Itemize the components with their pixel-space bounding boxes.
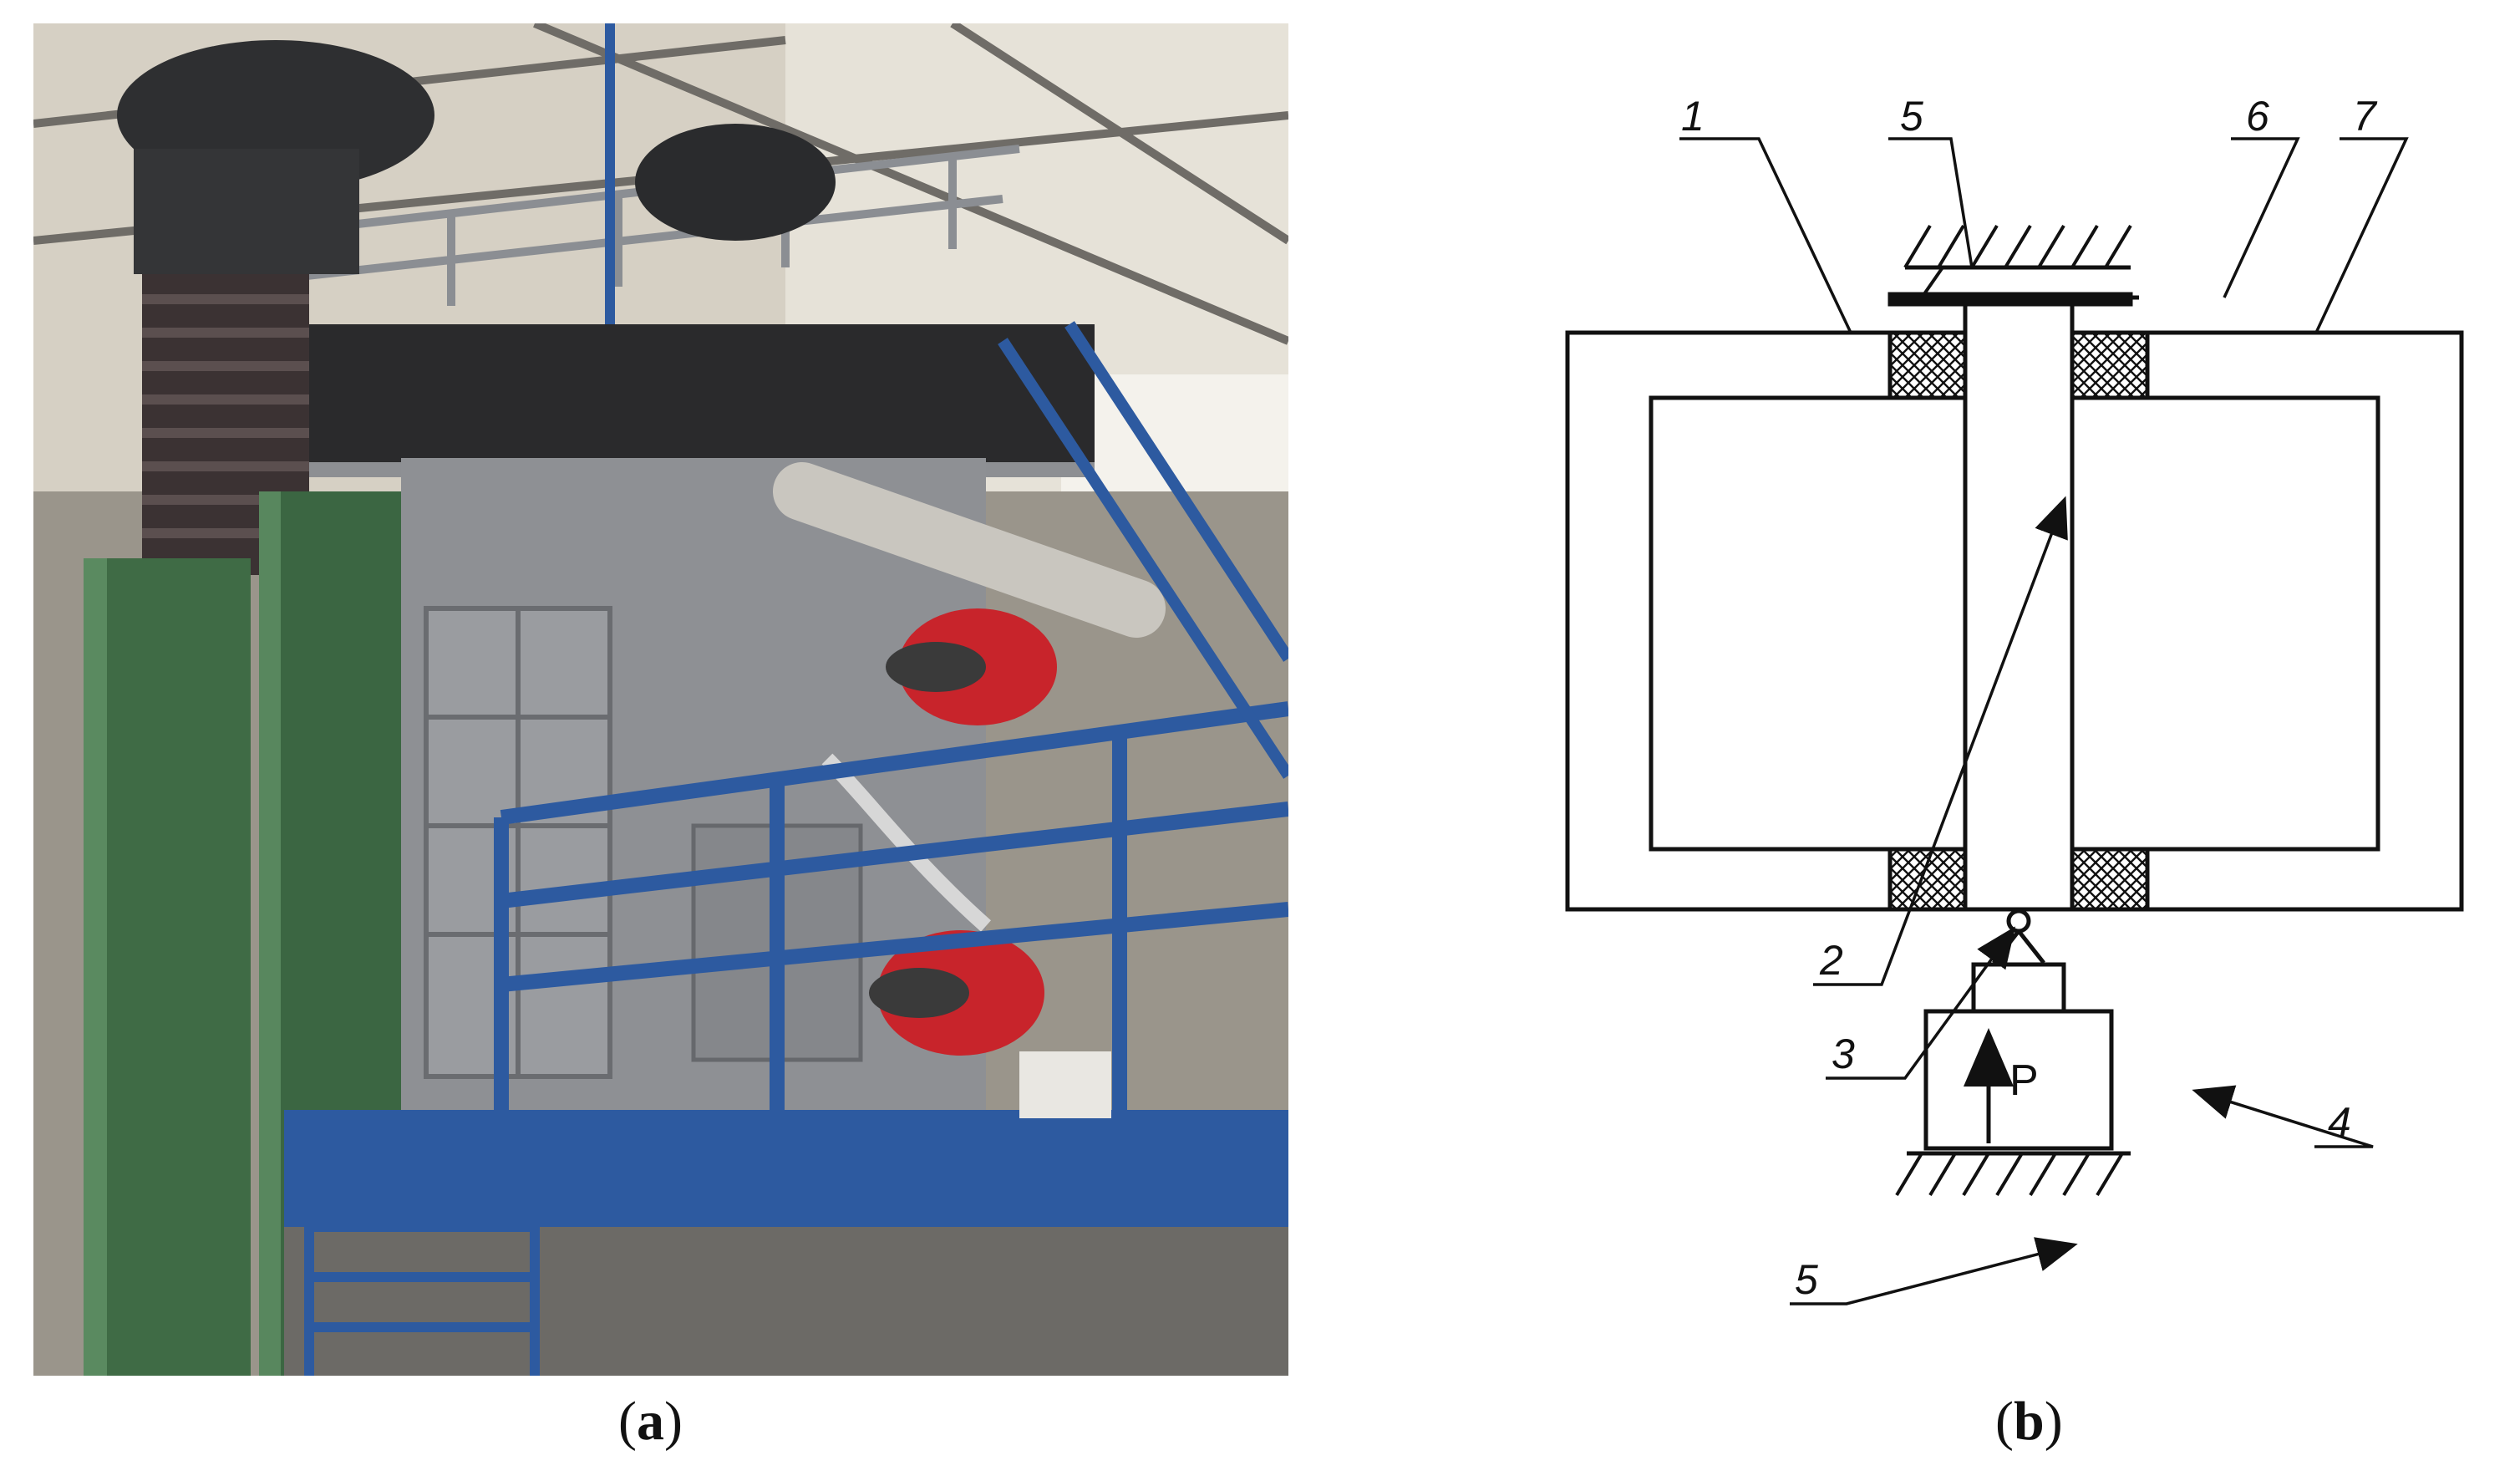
pipe bbox=[773, 462, 1166, 638]
upper-platform bbox=[259, 324, 1095, 475]
column-left bbox=[84, 558, 251, 1376]
support-bottom-hatch bbox=[1895, 1152, 2124, 1197]
label-hinge: 3 bbox=[1832, 1031, 1855, 1077]
seal-bottom-left bbox=[1887, 847, 1968, 912]
support-top-hatch bbox=[1903, 224, 2132, 299]
leader-5-bottom bbox=[1790, 1237, 2078, 1305]
leader-3 bbox=[1826, 926, 2016, 1080]
caption-a-open: ( bbox=[618, 1391, 637, 1452]
caption-a: (a) bbox=[618, 1394, 683, 1449]
label-support-bottom: 5 bbox=[1795, 1256, 1818, 1303]
leader-6 bbox=[2223, 137, 2300, 298]
stairs bbox=[998, 321, 1288, 779]
jack-body bbox=[1923, 1009, 2114, 1151]
caption-b-letter: b bbox=[2013, 1391, 2045, 1452]
caption-a-letter: a bbox=[636, 1391, 664, 1452]
leader-2 bbox=[1813, 496, 2068, 986]
leader-7 bbox=[2314, 137, 2409, 333]
leader-5-top bbox=[1888, 137, 1974, 268]
label-seal: 7 bbox=[2353, 93, 2378, 140]
steps-lower bbox=[304, 1160, 540, 1376]
seal-top-right bbox=[2070, 330, 2150, 400]
label-plate: 6 bbox=[2246, 93, 2269, 140]
label-jack: 4 bbox=[2328, 1099, 2351, 1146]
load-symbol: P bbox=[2009, 1056, 2039, 1105]
caption-b-open: ( bbox=[1995, 1391, 2014, 1452]
leader-4 bbox=[2192, 1085, 2374, 1148]
test-scheme-diagram: 1 5 6 7 2 3 4 5 P bbox=[1487, 67, 2520, 1371]
seal-bottom-right bbox=[2070, 847, 2150, 912]
caption-b-close: ) bbox=[2044, 1391, 2063, 1452]
lower-platform bbox=[284, 1110, 1288, 1235]
leader-1 bbox=[1679, 137, 1852, 333]
caption-a-close: ) bbox=[663, 1391, 683, 1452]
caption-b: (b) bbox=[1995, 1394, 2063, 1449]
seal-top-left bbox=[1887, 330, 1968, 400]
label-sample: 2 bbox=[1819, 937, 1843, 984]
front-railing bbox=[494, 701, 1288, 1210]
label-frame: 1 bbox=[1681, 93, 1705, 140]
hinge bbox=[2006, 908, 2031, 934]
furnace-photo bbox=[33, 23, 1288, 1376]
sample-column bbox=[1963, 302, 2075, 912]
label-support-top: 5 bbox=[1900, 93, 1923, 140]
jack-top bbox=[1971, 962, 2066, 1014]
